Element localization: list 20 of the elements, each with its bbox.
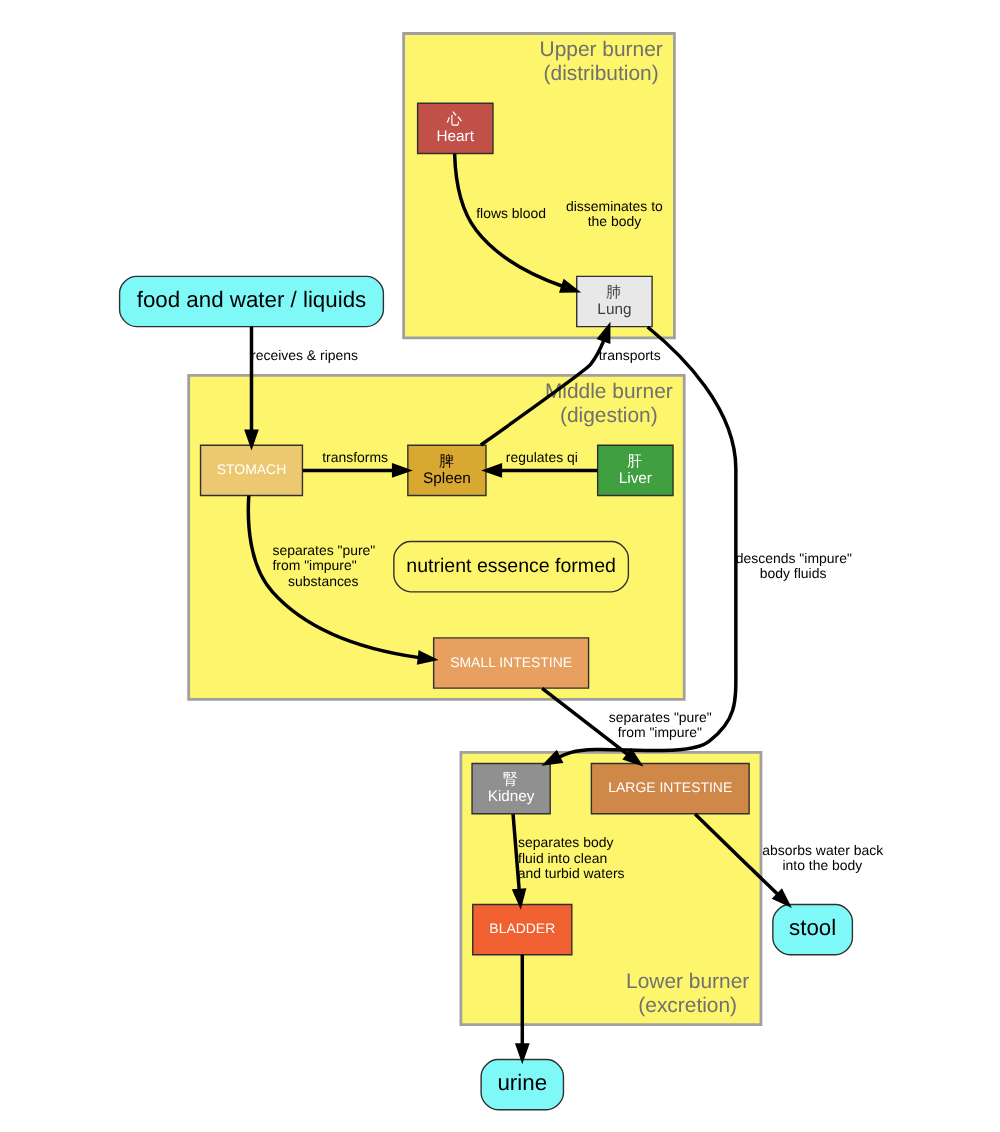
arrow xyxy=(692,812,791,909)
node-box: food and water / liquids xyxy=(117,275,384,328)
node-box: nutrient essence formed xyxy=(392,540,629,593)
node-box: 心 Heart xyxy=(415,102,493,155)
node-box: 肝 Liver xyxy=(595,444,673,497)
arrow xyxy=(301,463,412,478)
arrow xyxy=(513,954,529,1065)
arrow xyxy=(245,495,438,665)
node-box: 腎 Kidney xyxy=(470,762,550,815)
node-box: 脾 Spleen xyxy=(406,444,486,497)
node-box: urine xyxy=(479,1058,564,1111)
arrow xyxy=(540,687,643,767)
arrow xyxy=(480,463,597,478)
node-box: stool xyxy=(771,903,853,956)
arrow xyxy=(510,813,526,910)
arrow xyxy=(451,153,581,293)
arrow xyxy=(243,326,258,451)
arrow xyxy=(478,321,610,447)
arrow xyxy=(540,325,737,766)
node-box: 肺 Lung xyxy=(575,275,652,328)
